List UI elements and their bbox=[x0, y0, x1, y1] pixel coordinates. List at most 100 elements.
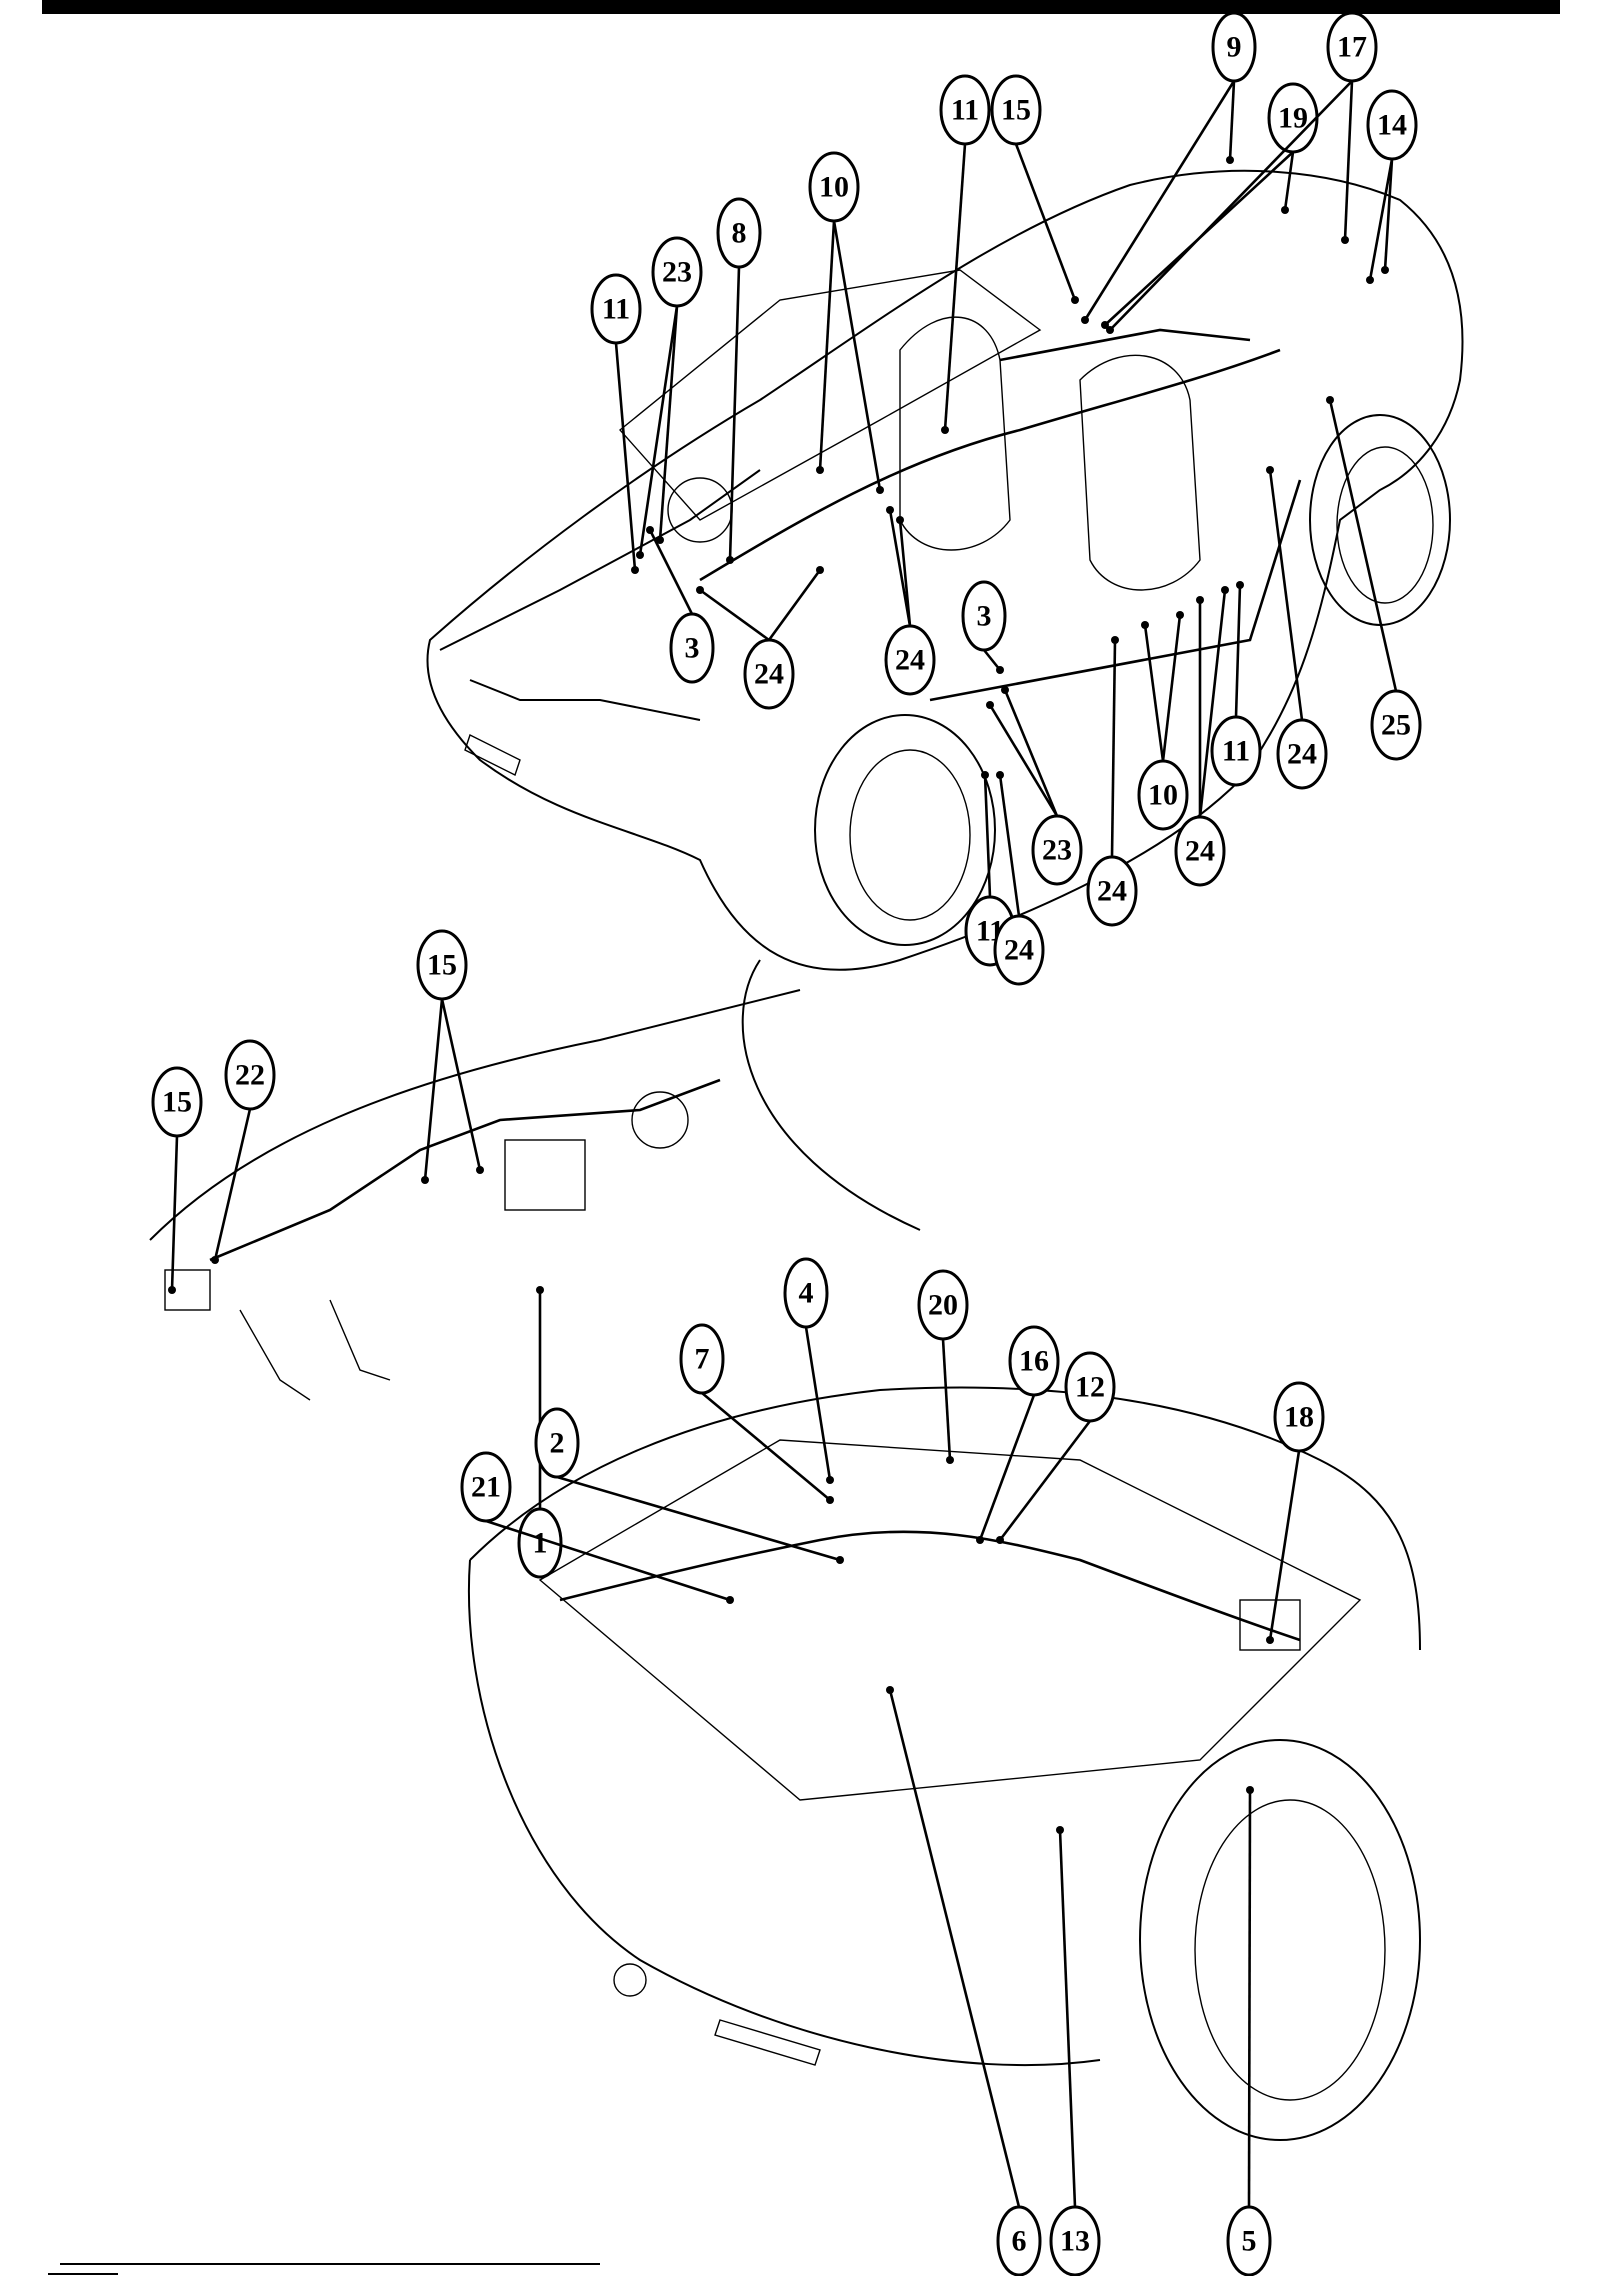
pedal-area bbox=[239, 1299, 391, 1401]
callout-number: 22 bbox=[235, 1059, 265, 1092]
leader-line bbox=[1268, 1450, 1301, 1641]
callout-number: 24 bbox=[1004, 934, 1034, 967]
callout-4: 4 bbox=[783, 1257, 834, 1484]
callout-circle bbox=[1008, 1325, 1060, 1397]
leader-dot bbox=[946, 1456, 954, 1464]
callout-3: 3 bbox=[961, 580, 1007, 674]
leader-dot bbox=[631, 566, 639, 574]
callout-23: 23 bbox=[636, 236, 703, 559]
leader-dot bbox=[816, 566, 824, 574]
leader-dot bbox=[696, 586, 704, 594]
callout-number: 3 bbox=[977, 600, 992, 633]
leader-line bbox=[1198, 589, 1227, 818]
seat-left bbox=[899, 316, 1011, 551]
callout-number: 24 bbox=[754, 658, 784, 691]
leader-line bbox=[638, 305, 679, 556]
leader-dot bbox=[1071, 296, 1079, 304]
leader-line bbox=[614, 342, 637, 571]
leader-dot bbox=[826, 1476, 834, 1484]
callout-circle bbox=[1326, 11, 1378, 83]
leader-dot bbox=[1196, 596, 1204, 604]
callout-circle bbox=[917, 1269, 969, 1341]
leader-dot bbox=[211, 1256, 219, 1264]
callout-number: 19 bbox=[1278, 102, 1308, 135]
callout-circle bbox=[416, 929, 468, 1001]
callout-circle bbox=[990, 74, 1042, 146]
front-wheel-inner bbox=[849, 749, 971, 921]
leader-dot bbox=[1381, 266, 1389, 274]
leader-line bbox=[1228, 80, 1236, 161]
leader-line bbox=[213, 1108, 252, 1261]
leader-line bbox=[1328, 399, 1398, 692]
callout-number: 6 bbox=[1012, 2225, 1027, 2258]
callout-number: 23 bbox=[662, 256, 692, 289]
callout-circle bbox=[1086, 855, 1138, 927]
leader-dot bbox=[886, 506, 894, 514]
callout-5: 5 bbox=[1226, 1786, 1272, 2276]
leader-line bbox=[1083, 80, 1236, 321]
dashboard-view bbox=[149, 959, 921, 1401]
hood-outline bbox=[439, 469, 761, 721]
callout-circle bbox=[1366, 89, 1418, 161]
front-body-outline bbox=[468, 1386, 1421, 2067]
leader-dot bbox=[1056, 1826, 1064, 1834]
leader-line bbox=[898, 519, 912, 627]
leader-dot bbox=[726, 1596, 734, 1604]
callout-circle bbox=[808, 151, 860, 223]
callout-15: 15 bbox=[416, 929, 484, 1184]
callout-10: 10 bbox=[1137, 611, 1189, 831]
callout-number: 11 bbox=[1222, 735, 1250, 768]
leader-dot bbox=[981, 771, 989, 779]
callout-number: 18 bbox=[1284, 1401, 1314, 1434]
callout-circle bbox=[517, 1507, 563, 1579]
leader-dot bbox=[1266, 1636, 1274, 1644]
leader-dot bbox=[1176, 611, 1184, 619]
front-wheel-engine-view bbox=[1139, 1739, 1421, 2141]
callout-circle bbox=[1031, 814, 1083, 886]
callout-24: 24 bbox=[1174, 586, 1229, 887]
leader-line bbox=[485, 1519, 731, 1602]
engine-harness bbox=[559, 1530, 1301, 1642]
leader-line bbox=[1283, 151, 1295, 211]
callout-number: 24 bbox=[1287, 738, 1317, 771]
leader-line bbox=[423, 998, 444, 1181]
leader-line bbox=[1383, 158, 1394, 271]
callout-circle bbox=[1273, 1381, 1325, 1453]
leader-dot bbox=[536, 1286, 544, 1294]
leader-dot bbox=[1236, 581, 1244, 589]
callout-11: 11 bbox=[590, 273, 642, 574]
rear-wheel-inner bbox=[1336, 446, 1434, 604]
leader-dot bbox=[996, 666, 1004, 674]
callout-circle bbox=[716, 197, 762, 269]
header-bar bbox=[42, 0, 1560, 14]
front-lamp bbox=[714, 2019, 821, 2066]
callout-circle bbox=[1174, 815, 1226, 887]
leader-dot bbox=[1266, 466, 1274, 474]
callout-8: 8 bbox=[716, 197, 762, 564]
leader-line bbox=[1234, 584, 1242, 718]
leader-line bbox=[1161, 614, 1182, 762]
callout-18: 18 bbox=[1266, 1381, 1325, 1644]
leader-line bbox=[988, 704, 1059, 817]
leader-dot bbox=[996, 771, 1004, 779]
callout-number: 24 bbox=[1185, 835, 1215, 868]
leader-line bbox=[943, 143, 967, 431]
leader-dot bbox=[1221, 586, 1229, 594]
callout-6: 6 bbox=[886, 1686, 1042, 2276]
callout-circle bbox=[1137, 759, 1189, 831]
callout-21: 21 bbox=[460, 1451, 734, 1604]
callout-23: 23 bbox=[986, 686, 1083, 886]
dash-harness bbox=[209, 1078, 721, 1262]
leader-line bbox=[648, 529, 694, 615]
callout-number: 9 bbox=[1227, 31, 1242, 64]
leader-dot bbox=[976, 1536, 984, 1544]
callout-number: 12 bbox=[1075, 1371, 1105, 1404]
leader-dot bbox=[1081, 316, 1089, 324]
callout-number: 24 bbox=[1097, 875, 1127, 908]
leader-line bbox=[1268, 469, 1304, 721]
leader-line bbox=[832, 220, 882, 491]
callout-number: 10 bbox=[1148, 779, 1178, 812]
callout-circle bbox=[1064, 1351, 1116, 1423]
leader-dot bbox=[421, 1176, 429, 1184]
leader-dot bbox=[941, 426, 949, 434]
